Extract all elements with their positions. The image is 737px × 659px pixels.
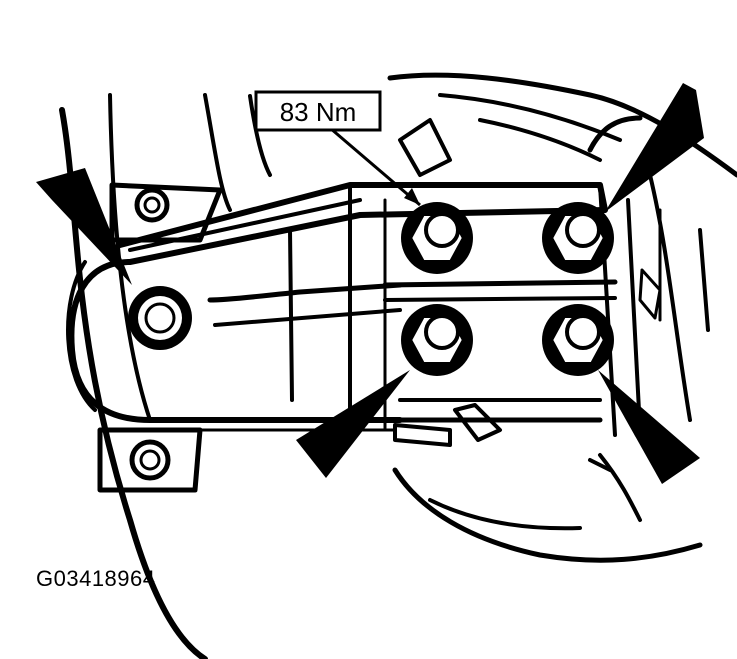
- background-contours: [59, 72, 737, 659]
- arrow-pointer-icon: [296, 370, 410, 478]
- bolt-lower-left: [401, 304, 473, 376]
- figure-id-label: G03418964: [36, 566, 156, 591]
- left-bolt: [128, 286, 192, 350]
- torque-callout: 83 Nm: [254, 90, 421, 207]
- lower-left-tab: [97, 427, 203, 493]
- bolt-upper-left: [401, 202, 473, 274]
- arrow-pointer-icon: [36, 168, 132, 285]
- arrow-pointer-icon: [605, 83, 704, 212]
- torque-label: 83 Nm: [280, 97, 357, 127]
- bolt-upper-right: [542, 202, 614, 274]
- upper-left-tab: [109, 182, 223, 243]
- bolt-lower-right: [542, 304, 614, 376]
- arrow-pointer-icon: [598, 370, 700, 484]
- small-clip: [393, 118, 502, 447]
